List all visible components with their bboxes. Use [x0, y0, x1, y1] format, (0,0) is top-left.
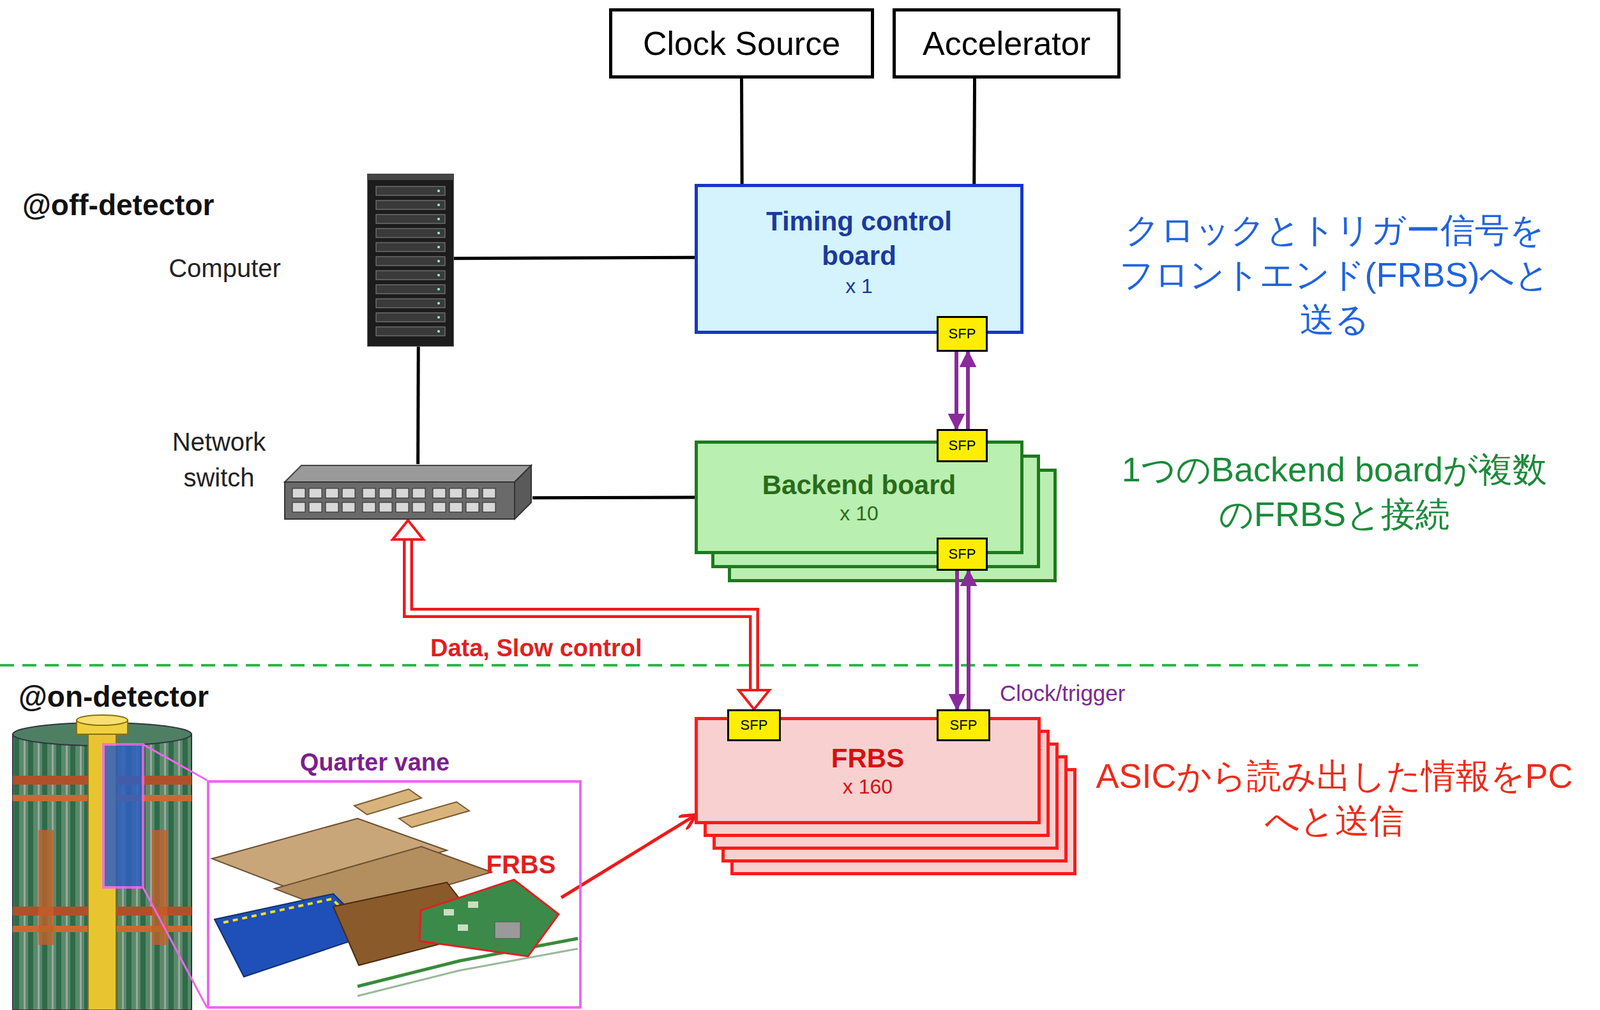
sfp-port: SFP [936, 537, 988, 571]
frbs-board-shape [418, 877, 562, 959]
timing-control-board: Timing control boardx 1SFP [694, 183, 1024, 334]
separator-line [0, 664, 1419, 667]
sfp-port: SFP [727, 709, 781, 742]
source-box: Clock Source [609, 8, 875, 79]
node-text: SFP [948, 545, 977, 563]
sfp-port: SFP [936, 709, 991, 742]
frbs-board-illustration: FRBS [418, 877, 562, 959]
connector-label: Clock/trigger [997, 680, 1127, 707]
node-text: FRBS [479, 849, 563, 880]
node-text: SFP [740, 716, 769, 734]
sfp-port: SFP [936, 429, 988, 463]
quarter-vane-illustration [211, 789, 578, 997]
connector [956, 351, 968, 430]
node-text: x 10 [839, 501, 878, 526]
node-text: SFP [950, 716, 978, 734]
node-text: SFP [948, 325, 977, 343]
connector [532, 497, 695, 499]
connector [741, 78, 743, 184]
connector [973, 78, 975, 184]
connector [453, 257, 695, 259]
frbs-board: FRBSx 160 SFP SFP [694, 716, 1041, 825]
note-text: ASICから読み出した情報をPCへと送信 [1091, 753, 1578, 843]
note-text: 1つのBackend boardが複数のFRBSと接続 [1110, 446, 1558, 537]
node-text: Accelerator [922, 23, 1091, 64]
connector [417, 346, 419, 465]
note-text: クロックとトリガー信号をフロントエンド(FRBS)へと送る [1110, 207, 1558, 343]
network-switch: Network switch [283, 464, 533, 521]
node-text: Quarter vane [285, 748, 465, 778]
node-text: x 1 [845, 273, 873, 299]
source-box: Accelerator [892, 8, 1121, 79]
node-text: x 160 [842, 774, 893, 799]
detector-illustration [12, 715, 207, 1010]
backend-board: Backend boardx 10SFPSFP [694, 440, 1024, 555]
network-switch-icon [283, 464, 533, 521]
region-label: @off-detector [22, 186, 265, 225]
node-text: Computer [148, 252, 302, 284]
computer-rack-icon [367, 173, 454, 347]
node-text: Timing control board [744, 204, 975, 274]
region-label: @on-detector [18, 678, 262, 717]
node-text: Backend board [762, 469, 956, 502]
computer-icon: Computer [367, 173, 454, 347]
connector [957, 570, 969, 710]
connector-label: Data, Slow control [428, 634, 644, 663]
quarter-vane-frame: Quarter vaneFRBS [206, 780, 582, 1009]
node-text: Clock Source [642, 23, 841, 64]
sfp-port: SFP [936, 316, 988, 352]
node-text: FRBS [831, 742, 905, 775]
node-text: SFP [948, 437, 977, 454]
node-text: Network switch [155, 423, 283, 496]
